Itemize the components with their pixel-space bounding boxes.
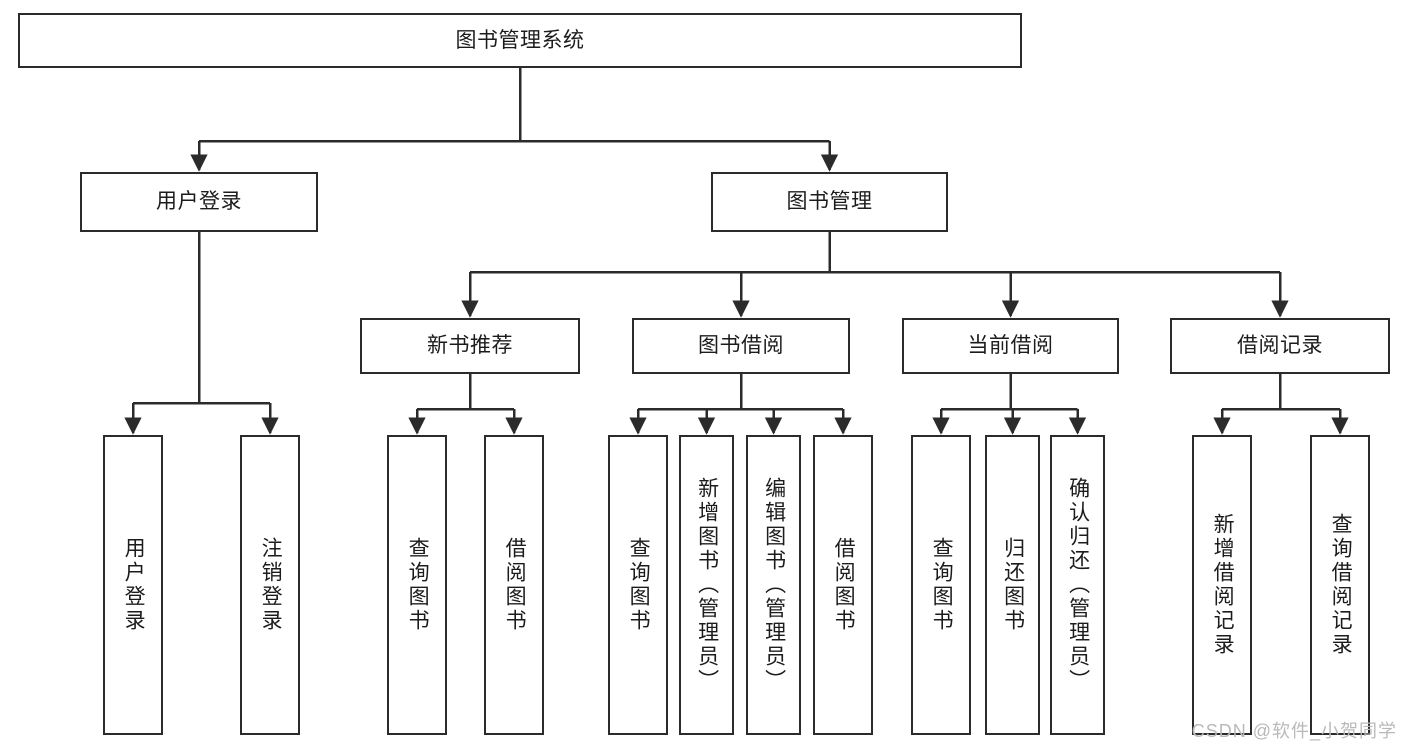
node-leaf-bor-4[interactable]: 借阅图书 [813,435,873,735]
node-leaf-login-2[interactable]: 注销登录 [240,435,300,735]
node-label: 图书管理系统 [455,28,585,52]
node-label: 查询借阅记录 [1329,513,1353,657]
node-label: 用户登录 [122,537,146,633]
node-label: 查询图书 [930,537,954,633]
node-bookmgmt[interactable]: 图书管理 [711,172,948,232]
node-label: 图书借阅 [698,334,784,358]
node-label: 注销登录 [259,537,283,633]
node-leaf-rec-2[interactable]: 查询借阅记录 [1310,435,1370,735]
connector-group [124,68,1349,435]
node-records[interactable]: 借阅记录 [1170,318,1390,374]
node-leaf-cur-3[interactable]: 确认归还（管理员） [1050,435,1105,735]
node-leaf-cur-2[interactable]: 归还图书 [985,435,1040,735]
node-label: 用户登录 [156,190,242,214]
node-label: 图书管理 [786,190,873,214]
node-label: 归还图书 [1001,537,1025,633]
node-label: 查询图书 [406,537,430,633]
node-login[interactable]: 用户登录 [80,172,318,232]
node-newbook[interactable]: 新书推荐 [360,318,580,374]
node-leaf-bor-3[interactable]: 编辑图书（管理员） [746,435,801,735]
node-leaf-bor-2[interactable]: 新增图书（管理员） [679,435,734,735]
node-label: 借阅记录 [1237,334,1323,358]
node-current[interactable]: 当前借阅 [902,318,1119,374]
node-label: 新增图书（管理员） [695,477,719,693]
watermark-label: CSDN @软件_小贺同学 [1191,721,1397,741]
node-label: 当前借阅 [967,334,1054,358]
node-label: 编辑图书（管理员） [762,477,786,693]
node-label: 借阅图书 [832,537,856,633]
node-borrow[interactable]: 图书借阅 [632,318,850,374]
node-leaf-bor-1[interactable]: 查询图书 [608,435,668,735]
node-root[interactable]: 图书管理系统 [18,13,1022,68]
node-leaf-new-1[interactable]: 查询图书 [387,435,447,735]
node-leaf-new-2[interactable]: 借阅图书 [484,435,544,735]
node-label: 新增借阅记录 [1211,513,1235,657]
node-leaf-login-1[interactable]: 用户登录 [103,435,163,735]
node-label: 查询图书 [627,537,651,633]
node-label: 确认归还（管理员） [1066,477,1090,693]
node-label: 借阅图书 [503,537,527,633]
node-leaf-cur-1[interactable]: 查询图书 [911,435,971,735]
node-label: 新书推荐 [427,334,513,358]
node-leaf-rec-1[interactable]: 新增借阅记录 [1192,435,1252,735]
